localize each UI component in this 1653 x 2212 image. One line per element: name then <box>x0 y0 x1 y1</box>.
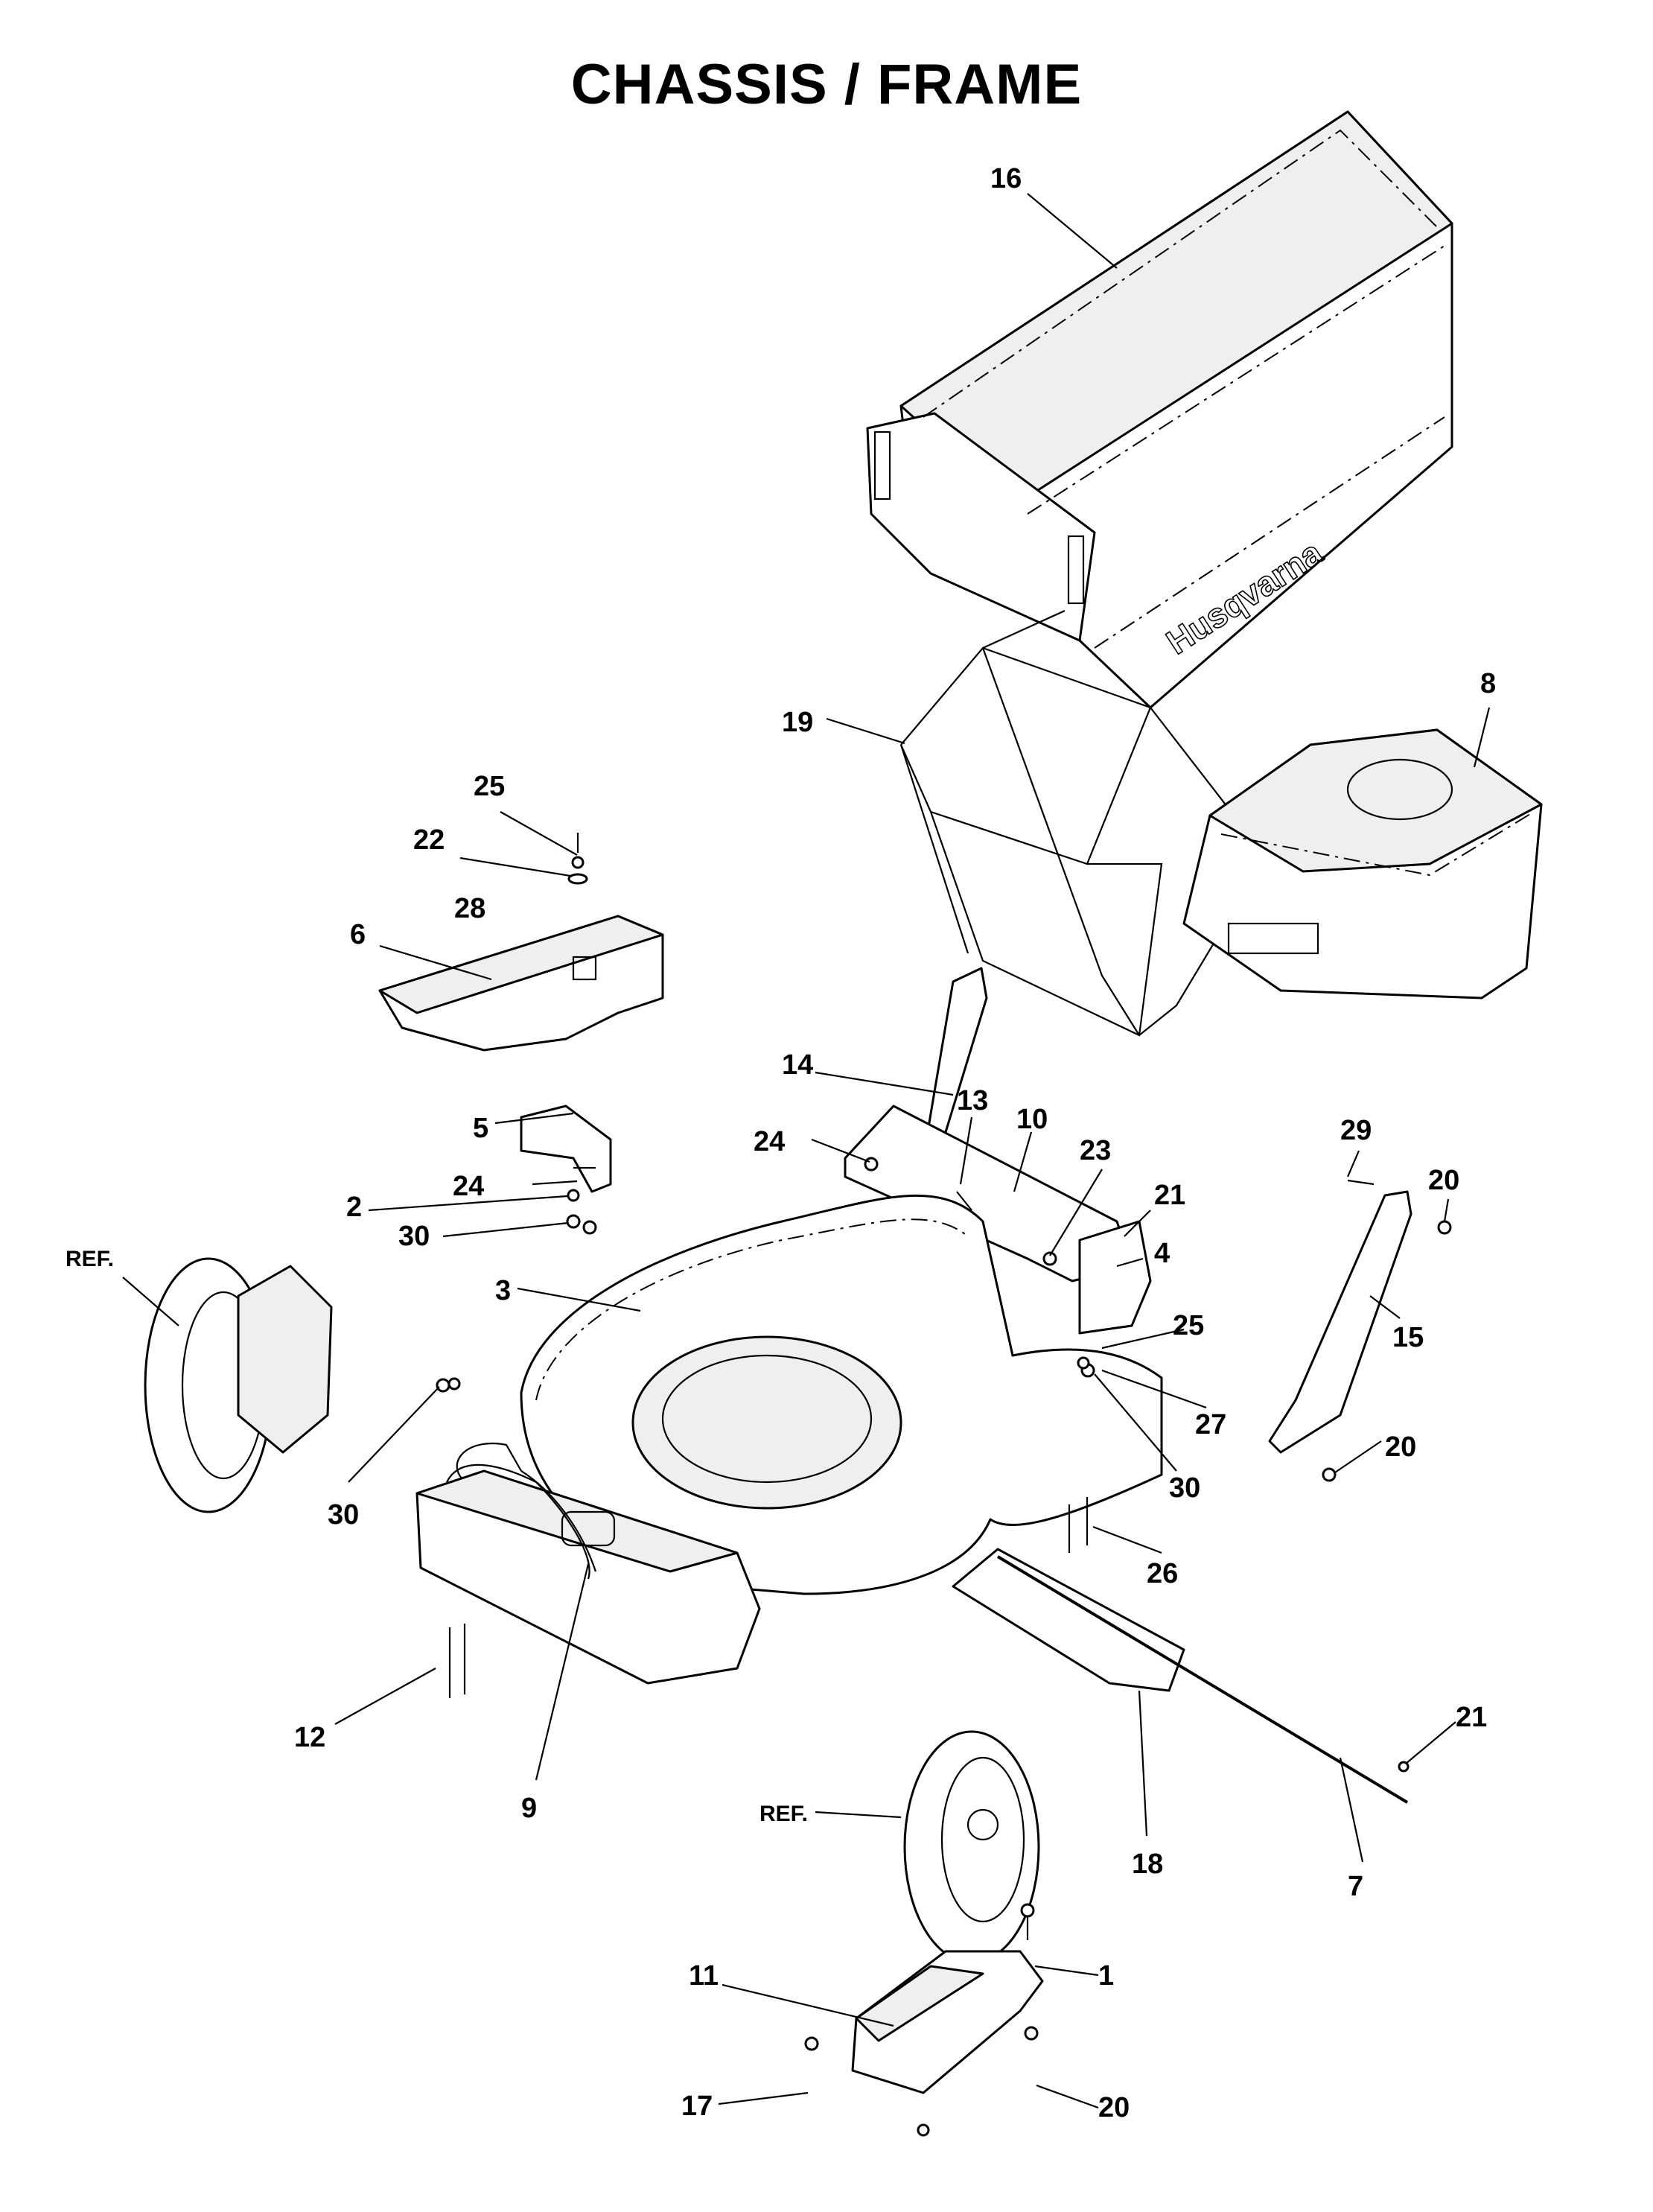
label-30a: 30 <box>398 1221 430 1252</box>
label-25b: 25 <box>1173 1310 1204 1341</box>
mower-deck-part-3 <box>415 1194 1163 1685</box>
label-7: 7 <box>1348 1871 1363 1902</box>
label-11: 11 <box>689 1960 719 1992</box>
label-16: 16 <box>990 163 1022 194</box>
label-24a: 24 <box>453 1171 484 1202</box>
rear-cover-part-6 <box>378 915 664 1052</box>
part-labels: 16 19 8 25 22 28 6 5 24 2 30 REF. 3 30 1… <box>66 163 1496 2123</box>
label-13: 13 <box>957 1085 988 1116</box>
front-wheel-ref <box>903 1730 1040 1964</box>
label-24b: 24 <box>754 1126 785 1157</box>
label-20c: 20 <box>1098 2092 1130 2123</box>
label-14: 14 <box>782 1049 813 1081</box>
label-ref-front-wheel: REF. <box>759 1802 808 1826</box>
label-20a: 20 <box>1428 1165 1459 1196</box>
label-17: 17 <box>681 2091 713 2122</box>
label-20b: 20 <box>1385 1431 1416 1463</box>
label-30b: 30 <box>328 1499 359 1531</box>
label-22: 22 <box>413 824 445 856</box>
page-title: CHASSIS / FRAME <box>570 53 1083 116</box>
label-23: 23 <box>1080 1135 1111 1166</box>
label-12: 12 <box>294 1722 325 1753</box>
label-15: 15 <box>1392 1322 1424 1353</box>
bag-support-part-15 <box>1268 1190 1412 1454</box>
label-1: 1 <box>1098 1960 1114 1992</box>
label-18: 18 <box>1132 1849 1163 1880</box>
label-4: 4 <box>1154 1238 1170 1269</box>
grass-bag-part-16: Husqvarna <box>866 110 1453 709</box>
label-25a: 25 <box>474 771 505 802</box>
label-2: 2 <box>346 1192 362 1223</box>
label-19: 19 <box>782 707 813 738</box>
label-3: 3 <box>495 1275 511 1306</box>
front-handle-part-9 <box>456 1443 597 1572</box>
label-21a: 21 <box>1154 1180 1185 1211</box>
bolts-and-nuts <box>436 1157 1452 2137</box>
label-ref-rear-wheel: REF. <box>66 1247 114 1271</box>
label-10: 10 <box>1016 1104 1048 1135</box>
label-21b: 21 <box>1456 1702 1487 1733</box>
bag-support-part-14 <box>926 967 988 1137</box>
label-30c: 30 <box>1169 1472 1200 1504</box>
hardware-stack-left <box>566 833 597 1235</box>
label-29: 29 <box>1340 1115 1372 1146</box>
axle-rod-part-7 <box>996 1555 1409 1804</box>
bracket-part-5 <box>520 1105 612 1193</box>
rear-wheel-ref <box>144 1257 333 1513</box>
label-8: 8 <box>1480 668 1496 699</box>
label-6: 6 <box>350 919 366 950</box>
front-plate-part-11 <box>851 1950 1044 2094</box>
label-26: 26 <box>1147 1558 1178 1589</box>
label-27: 27 <box>1195 1409 1226 1440</box>
label-9: 9 <box>521 1793 537 1824</box>
leader-lines <box>122 193 1491 2109</box>
side-skirt-part-18 <box>952 1548 1185 1692</box>
rear-flap-part-8 <box>1182 728 1543 999</box>
label-28: 28 <box>454 893 485 924</box>
label-5: 5 <box>473 1113 488 1144</box>
